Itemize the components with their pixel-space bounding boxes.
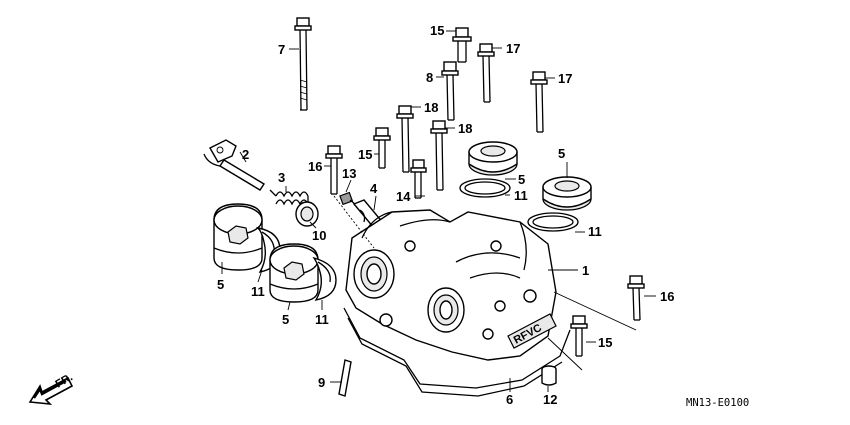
- callout-17: 17: [506, 41, 520, 56]
- bolt-16-right: [627, 275, 645, 321]
- callout-14: 14: [396, 189, 411, 204]
- front-label: FR.: [54, 371, 75, 390]
- o-ring-11-right: [527, 212, 579, 232]
- callout-labels: 7 15 17 8 17 18 18 15 16 13 14 5 11 5 11…: [217, 23, 674, 407]
- adjuster-cap-5-upper: [468, 141, 518, 176]
- callout-18: 18: [424, 100, 438, 115]
- callout-11: 11: [315, 312, 329, 327]
- callout-6: 6: [506, 392, 513, 407]
- callout-2: 2: [242, 147, 249, 162]
- callout-9: 9: [318, 375, 325, 390]
- bolt-18-upper: [396, 105, 414, 173]
- cylinder-head-cover-1: RFVC: [345, 209, 557, 361]
- dowel-12: [541, 365, 557, 386]
- leader-lines: [221, 30, 656, 392]
- o-ring-11-bottom: [312, 256, 337, 301]
- callout-15: 15: [598, 335, 612, 350]
- diagram-code: MN13-E0100: [686, 397, 749, 409]
- front-direction-indicator: FR.: [28, 371, 75, 406]
- gasket-6: [343, 307, 571, 397]
- callout-16: 16: [660, 289, 674, 304]
- callout-18: 18: [458, 121, 472, 136]
- bolt-15-middle: [373, 127, 391, 169]
- decomp-shaft-2: [203, 139, 265, 191]
- callout-5: 5: [217, 277, 224, 292]
- callout-17: 17: [558, 71, 572, 86]
- bolt-7: [294, 17, 312, 111]
- callout-15: 15: [430, 23, 444, 38]
- arrow-down-left-icon: [28, 376, 74, 406]
- callout-5: 5: [282, 312, 289, 327]
- callout-8: 8: [426, 70, 433, 85]
- callout-5: 5: [518, 172, 525, 187]
- callout-11: 11: [514, 188, 528, 203]
- callout-3: 3: [278, 170, 285, 185]
- callout-5: 5: [558, 146, 565, 161]
- callout-11: 11: [251, 284, 265, 299]
- bolt-15-right: [570, 315, 588, 357]
- callout-15: 15: [358, 147, 372, 162]
- callout-12: 12: [543, 392, 557, 407]
- bolt-14: [410, 159, 427, 199]
- spring-3: [269, 189, 309, 206]
- filler-cap-5-left: [213, 203, 263, 271]
- callout-4: 4: [370, 181, 378, 196]
- seal-10: [295, 201, 319, 227]
- callout-10: 10: [312, 228, 326, 243]
- bolt-16-left: [325, 145, 343, 195]
- o-ring-11-upper: [459, 178, 511, 198]
- callout-13: 13: [342, 166, 356, 181]
- callout-1: 1: [582, 263, 589, 278]
- dowel-pin-9: [338, 359, 352, 397]
- bolt-17-upper: [477, 43, 495, 103]
- bolt-15-top: [452, 27, 472, 63]
- bolt-17-right: [530, 71, 548, 133]
- bolt-18-lower: [430, 120, 448, 191]
- filler-cap-5-bottom: [269, 243, 319, 303]
- adjuster-cap-5-right: [542, 176, 592, 211]
- callout-16: 16: [308, 159, 322, 174]
- callout-7: 7: [278, 42, 285, 57]
- callout-11: 11: [588, 224, 602, 239]
- bolt-8: [441, 61, 459, 121]
